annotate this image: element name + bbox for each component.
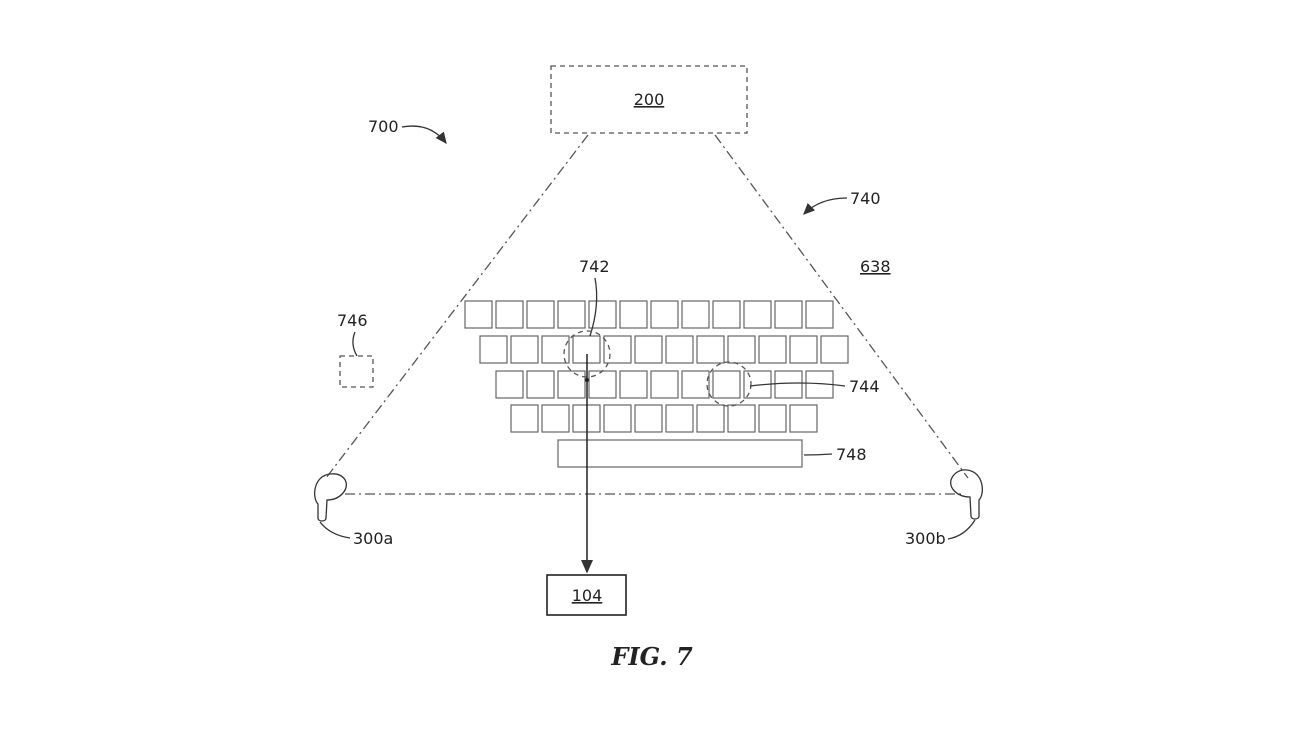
keyboard-key (744, 301, 771, 328)
keyboard-key (775, 301, 802, 328)
highlight-a-label: 742 (579, 257, 610, 276)
spacebar-key (558, 440, 802, 467)
indicator-box (340, 356, 373, 387)
keyboard-key (713, 301, 740, 328)
earbud-right-label: 300b (905, 529, 946, 548)
keyboard-key (511, 405, 538, 432)
keyboard-key (821, 336, 848, 363)
field-arrow (804, 198, 847, 214)
keyboard-key (713, 371, 740, 398)
virtual-keyboard (465, 301, 848, 432)
earbud-left-leader (320, 522, 350, 538)
keyboard-key (589, 371, 616, 398)
keyboard-key (666, 405, 693, 432)
earbud-right-leader (948, 520, 975, 539)
indicator-leader (353, 332, 357, 356)
keyboard-key (496, 301, 523, 328)
keyboard-key (542, 405, 569, 432)
keyboard-key (728, 405, 755, 432)
keyboard-key (604, 405, 631, 432)
device-label: 200 (634, 90, 665, 109)
keyboard-key (511, 336, 538, 363)
keyboard-key (775, 371, 802, 398)
keyboard-key (697, 405, 724, 432)
spacebar-leader (804, 454, 832, 455)
keyboard-key (620, 371, 647, 398)
keyboard-key (558, 371, 585, 398)
keyboard-key (558, 301, 585, 328)
keyboard-key (527, 301, 554, 328)
spacebar-label: 748 (836, 445, 867, 464)
surface-label: 638 (860, 257, 891, 276)
keyboard-key (790, 336, 817, 363)
keyboard-key (806, 301, 833, 328)
system-label: 700 (368, 117, 399, 136)
target-arrow-origin (585, 378, 589, 382)
earbud-left-label: 300a (353, 529, 393, 548)
keyboard-key (620, 301, 647, 328)
keyboard-key (651, 371, 678, 398)
keyboard-key (682, 301, 709, 328)
earbud-left-icon (315, 474, 347, 521)
keyboard-key (635, 405, 662, 432)
keyboard-key (527, 371, 554, 398)
highlight-b-label: 744 (849, 377, 880, 396)
keyboard-key (728, 336, 755, 363)
keyboard-key (790, 405, 817, 432)
earbud-right-icon (951, 470, 983, 519)
keyboard-key (635, 336, 662, 363)
keyboard-key (759, 336, 786, 363)
keyboard-key (480, 336, 507, 363)
keyboard-key (465, 301, 492, 328)
field-label: 740 (850, 189, 881, 208)
indicator-label: 746 (337, 311, 368, 330)
keyboard-key (697, 336, 724, 363)
keyboard-key (604, 336, 631, 363)
figure-caption: FIG. 7 (610, 642, 693, 671)
keyboard-key (759, 405, 786, 432)
system-arrow (402, 126, 446, 143)
keyboard-key (651, 301, 678, 328)
keyboard-key (682, 371, 709, 398)
target-label: 104 (572, 586, 603, 605)
keyboard-key (496, 371, 523, 398)
keyboard-key (666, 336, 693, 363)
